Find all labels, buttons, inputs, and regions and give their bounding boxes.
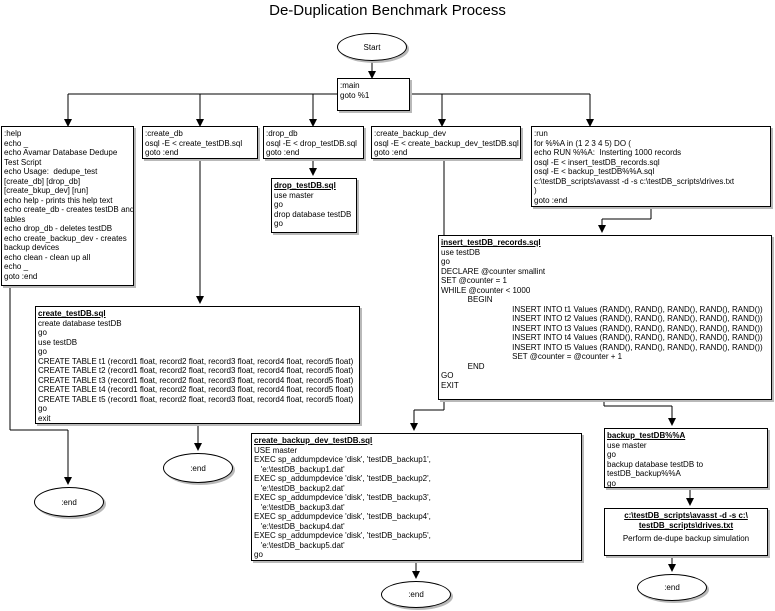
- create-db-text: :create_db osql -E < create_testDB.sql g…: [145, 129, 243, 157]
- start-label: Start: [363, 42, 381, 52]
- start-node: Start: [337, 33, 407, 61]
- avasst-body: Perform de-dupe backup simulation: [622, 534, 750, 543]
- backup-dev-sql-header: create_backup_dev_testDB.sql: [254, 436, 373, 445]
- drop-sql-header: drop_testDB.sql: [274, 181, 336, 190]
- run-text: :run for %%A in (1 2 3 4 5) DO ( echo RU…: [534, 129, 735, 205]
- create-backup-dev-box: :create_backup_dev osql -E < create_back…: [371, 126, 521, 159]
- run-box: :run for %%A in (1 2 3 4 5) DO ( echo RU…: [531, 126, 771, 207]
- create-db-box: :create_db osql -E < create_testDB.sql g…: [142, 126, 258, 159]
- end-node-create-db: :end: [163, 453, 233, 483]
- end-label: :end: [190, 463, 206, 473]
- main-box: :main goto %1: [337, 78, 410, 111]
- drop-sql-body: use master go drop database testDB go: [274, 190, 352, 229]
- create-sql-box: create_testDB.sql create database testDB…: [35, 306, 360, 424]
- avasst-box: c:\testDB_scripts\avasst -d -s c:\ testD…: [604, 508, 768, 556]
- create-sql-header: create_testDB.sql: [38, 309, 106, 318]
- insert-sql-box: insert_testDB_records.sql use testDB go …: [438, 235, 772, 400]
- help-box: :help echo _ echo Avamar Database Dedupe…: [1, 126, 134, 286]
- create-backup-dev-text: :create_backup_dev osql -E < create_back…: [374, 129, 519, 157]
- end-node-run: :end: [637, 574, 707, 601]
- insert-sql-header: insert_testDB_records.sql: [441, 238, 541, 247]
- end-node-backup-dev: :end: [381, 581, 451, 608]
- main-text: :main goto %1: [340, 81, 370, 100]
- end-label: :end: [61, 497, 77, 507]
- drop-db-text: :drop_db osql -E < drop_testDB.sql goto …: [266, 129, 357, 157]
- backup-sql-box: backup_testDB%%A use master go backup da…: [604, 428, 768, 488]
- end-node-help: :end: [34, 487, 104, 517]
- backup-dev-sql-box: create_backup_dev_testDB.sql USE master …: [251, 433, 582, 561]
- help-text: :help echo _ echo Avamar Database Dedupe…: [4, 129, 134, 281]
- backup-sql-body: use master go backup database testDB to …: [607, 440, 704, 488]
- avasst-header: c:\testDB_scripts\avasst -d -s c:\ testD…: [624, 511, 748, 530]
- insert-sql-body: use testDB go DECLARE @counter smallint …: [441, 247, 763, 390]
- end-label: :end: [408, 590, 424, 599]
- backup-sql-header: backup_testDB%%A: [607, 431, 686, 440]
- create-sql-body: create database testDB go use testDB go …: [38, 318, 354, 423]
- drop-db-box: :drop_db osql -E < drop_testDB.sql goto …: [263, 126, 364, 159]
- backup-dev-sql-body: USE master EXEC sp_addumpdevice 'disk', …: [254, 445, 431, 560]
- diagram-title: De-Duplication Benchmark Process: [269, 2, 506, 19]
- drop-sql-box: drop_testDB.sql use master go drop datab…: [271, 178, 357, 233]
- end-label: :end: [664, 583, 680, 592]
